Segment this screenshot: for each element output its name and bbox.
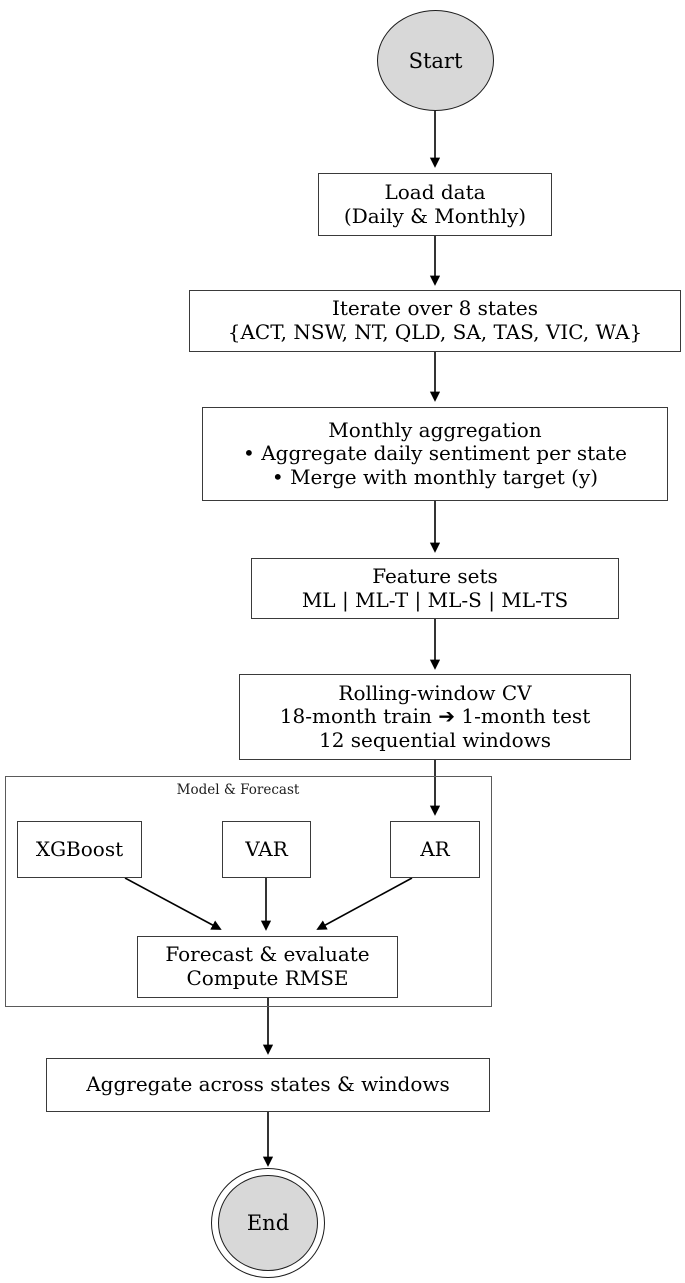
- node-end-inner-circle: End: [218, 1175, 318, 1271]
- node-start-label: Start: [408, 48, 463, 73]
- node-rolling-window-cv-line1: Rolling-window CV: [338, 680, 532, 705]
- node-monthly-aggregation-line3: • Merge with monthly target (y): [271, 464, 599, 489]
- node-rolling-window-cv-line3: 12 sequential windows: [318, 727, 552, 752]
- node-end-label: End: [246, 1211, 290, 1235]
- node-feature-sets-line2: ML | ML-T | ML-S | ML-TS: [301, 587, 569, 612]
- node-iterate-states-line1: Iterate over 8 states: [331, 296, 539, 321]
- node-load-data[interactable]: Load data (Daily & Monthly): [318, 173, 552, 236]
- cluster-model-and-forecast: [5, 776, 492, 1007]
- node-iterate-states[interactable]: Iterate over 8 states {ACT, NSW, NT, QLD…: [189, 290, 681, 352]
- node-end[interactable]: End: [211, 1168, 325, 1278]
- node-start[interactable]: Start: [377, 10, 494, 111]
- node-feature-sets-line1: Feature sets: [372, 563, 498, 588]
- node-xgboost-label: XGBoost: [35, 836, 124, 861]
- node-load-data-line1: Load data: [384, 179, 486, 204]
- node-ar-label: AR: [420, 836, 450, 861]
- node-forecast-evaluate[interactable]: Forecast & evaluate Compute RMSE: [137, 936, 398, 998]
- node-xgboost[interactable]: XGBoost: [17, 821, 142, 878]
- node-forecast-evaluate-line2: Compute RMSE: [186, 966, 349, 990]
- node-var-label: VAR: [245, 836, 288, 861]
- node-monthly-aggregation-line2: • Aggregate daily sentiment per state: [243, 441, 627, 466]
- node-monthly-aggregation-line1: Monthly aggregation: [328, 417, 542, 442]
- node-load-data-line2: (Daily & Monthly): [343, 203, 527, 228]
- node-ar[interactable]: AR: [390, 821, 480, 878]
- node-rolling-window-cv-line2: 18-month train ➔ 1-month test: [279, 704, 591, 729]
- node-rolling-window-cv[interactable]: Rolling-window CV 18-month train ➔ 1-mon…: [239, 674, 631, 760]
- node-var[interactable]: VAR: [222, 821, 311, 878]
- node-aggregate-results-label: Aggregate across states & windows: [86, 1072, 450, 1097]
- node-monthly-aggregation[interactable]: Monthly aggregation • Aggregate daily se…: [202, 407, 668, 501]
- node-feature-sets[interactable]: Feature sets ML | ML-T | ML-S | ML-TS: [251, 558, 619, 619]
- node-aggregate-results[interactable]: Aggregate across states & windows: [46, 1058, 490, 1112]
- node-iterate-states-line2: {ACT, NSW, NT, QLD, SA, TAS, VIC, WA}: [227, 320, 643, 344]
- node-forecast-evaluate-line1: Forecast & evaluate: [165, 942, 370, 967]
- cluster-model-and-forecast-label: Model & Forecast: [176, 782, 300, 798]
